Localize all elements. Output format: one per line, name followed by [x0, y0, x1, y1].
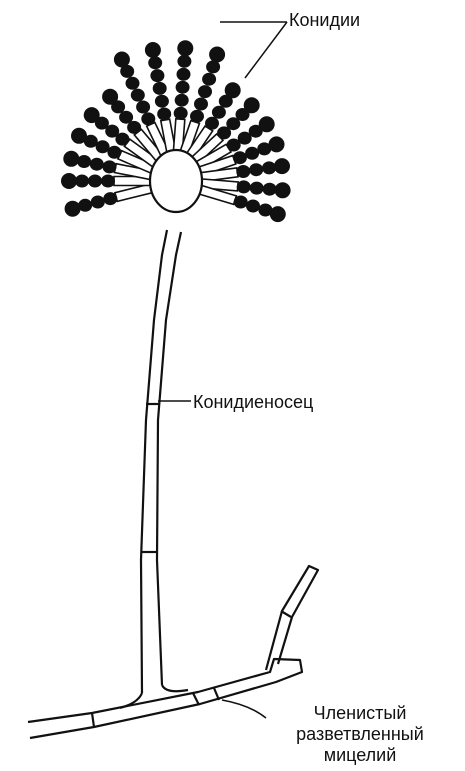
conidium: [150, 69, 164, 82]
conidium: [236, 165, 250, 178]
conidium: [177, 55, 191, 68]
conidium: [259, 116, 275, 132]
conidium: [246, 200, 260, 213]
conidium: [65, 201, 81, 217]
conidium: [245, 147, 259, 160]
conidium: [212, 106, 226, 119]
conidium: [71, 128, 87, 144]
conidium: [101, 175, 115, 188]
vesicle-head: [150, 150, 202, 212]
conidium: [244, 97, 260, 113]
conidium: [198, 85, 212, 98]
conidium: [61, 173, 77, 189]
mycelium-hypha-main: [28, 659, 302, 738]
conidium: [157, 108, 171, 121]
conidium: [103, 160, 117, 173]
conidium: [103, 192, 117, 205]
septum: [281, 611, 291, 617]
leader-mycelium: [222, 700, 266, 718]
conidium: [249, 163, 263, 176]
conidium: [91, 196, 105, 209]
label-conidiophore: Конидиеносец: [193, 391, 313, 413]
conidium: [102, 89, 118, 105]
label-conidia: Конидии: [289, 9, 360, 31]
conidium: [233, 151, 247, 164]
conidium: [77, 155, 91, 168]
conidium: [84, 107, 100, 123]
label-mycelium: Членистый разветвленный мицелий: [270, 703, 450, 766]
conidium: [202, 73, 216, 86]
conidium: [175, 94, 189, 107]
conidium: [263, 183, 277, 196]
septum: [92, 713, 94, 727]
conidium: [114, 52, 130, 68]
conidium: [75, 175, 89, 188]
conidium: [234, 196, 248, 209]
leader-conidia: [220, 22, 287, 78]
conidium: [275, 182, 291, 198]
conidiophore-stalk-left: [141, 230, 167, 693]
conidium: [131, 89, 145, 102]
conidium: [270, 206, 286, 222]
conidium: [141, 112, 155, 125]
conidium: [148, 56, 162, 69]
mycelium-branch: [266, 566, 318, 670]
conidium: [237, 180, 251, 193]
vesicle: [150, 150, 202, 212]
conidium: [274, 158, 290, 174]
conidiophore: [120, 230, 188, 708]
conidiophore-stalk-right: [157, 232, 181, 685]
conidium: [225, 82, 241, 98]
conidium: [145, 42, 161, 58]
conidium: [250, 182, 264, 195]
conidium: [90, 158, 104, 171]
phialide: [115, 184, 152, 201]
conidium: [136, 101, 150, 114]
conidium: [262, 161, 276, 174]
conidium: [174, 107, 188, 120]
conidium: [194, 98, 208, 111]
conidium: [153, 82, 167, 95]
conidium: [63, 151, 79, 167]
conidium: [205, 117, 219, 130]
conidium: [269, 136, 285, 152]
conidium: [209, 47, 225, 63]
conidium: [126, 77, 140, 90]
conidium: [155, 95, 169, 108]
conidium: [88, 175, 102, 188]
conidium: [176, 81, 190, 94]
conidium: [190, 110, 204, 123]
conidium: [177, 68, 191, 81]
conidium: [177, 40, 193, 56]
septum: [193, 693, 199, 705]
